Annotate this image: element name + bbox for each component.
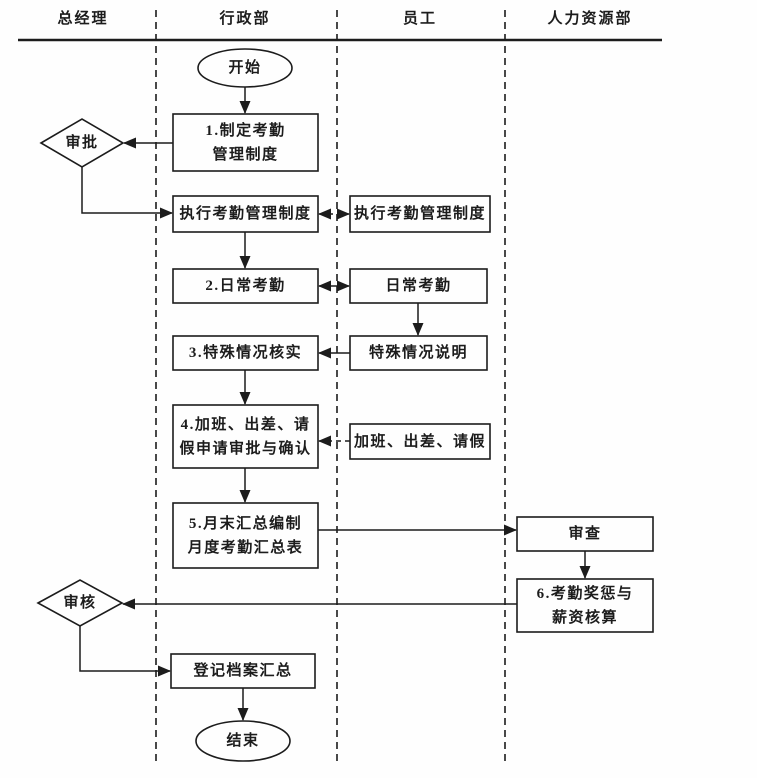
node-register-label: 登记档案汇总 (193, 663, 293, 679)
node-special-emp-label: 特殊情况说明 (368, 345, 468, 361)
node-exec-admin-label: 执行考勤管理制度 (179, 206, 312, 222)
step4-box (172, 404, 319, 469)
register-box (170, 653, 316, 689)
request-emp-box (349, 423, 491, 460)
lane-header-employee: 员工 (402, 11, 437, 27)
node-step2-label: 2.日常考勤 (205, 278, 286, 294)
lane-header-admin-dept: 行政部 (219, 11, 271, 27)
node-step6-label: 6.考勤奖惩与 薪资核算 (536, 585, 634, 626)
node-start-label: 开始 (228, 60, 262, 76)
lane-header-general-manager: 总经理 (57, 11, 109, 27)
step6-box (516, 578, 654, 633)
daily-emp-box (349, 268, 488, 304)
node-step1-label: 1.制定考勤 管理制度 (205, 122, 286, 163)
step5-box (172, 502, 319, 569)
review-hr-box (516, 516, 654, 552)
edge-approve1-exec (81, 167, 173, 219)
node-step3-label: 3.特殊情况核实 (188, 345, 303, 361)
exec-emp-box (349, 195, 491, 233)
node-daily-emp-label: 日常考勤 (385, 278, 452, 294)
lane-header-hr-dept: 人力资源部 (547, 11, 633, 27)
node-audit-label: 审核 (63, 595, 97, 611)
end-ellipse (195, 720, 291, 762)
edge-audit-register (79, 626, 171, 677)
node-step5-label: 5.月末汇总编制 月度考勤汇总表 (187, 515, 304, 556)
node-end-label: 结束 (226, 733, 260, 749)
node-exec-emp-label: 执行考勤管理制度 (353, 206, 486, 222)
node-review-hr-label: 审查 (568, 526, 602, 542)
node-step4-label: 4.加班、出差、请 假申请审批与确认 (179, 416, 312, 457)
node-approve1-label: 审批 (65, 135, 99, 151)
node-request-emp-label: 加班、出差、请假 (353, 433, 486, 450)
